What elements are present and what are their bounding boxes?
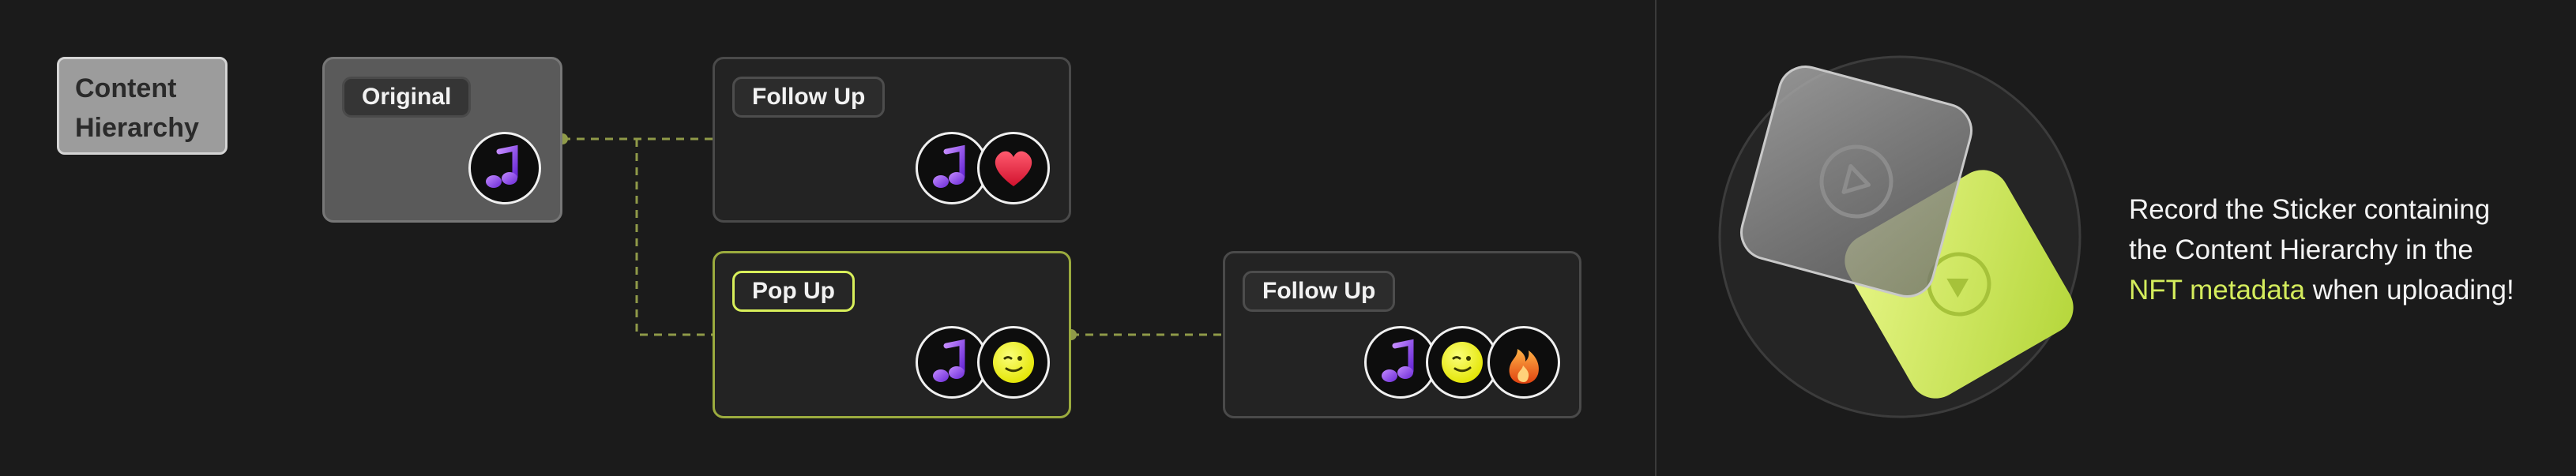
music-note-icon <box>916 326 988 399</box>
node-follow-up: Follow Up <box>1223 251 1581 418</box>
caption-line: NFT metadata when uploading! <box>2129 270 2555 310</box>
section-divider <box>1655 0 1657 476</box>
node-label: Follow Up <box>732 77 886 118</box>
node-label: Pop Up <box>732 271 855 312</box>
fire-icon <box>1487 326 1560 399</box>
nft-metadata-highlight: NFT metadata <box>2129 275 2306 305</box>
node-label: Follow Up <box>1243 271 1396 312</box>
music-note-icon <box>468 132 541 204</box>
caption-text: Record the Sticker containing the Conten… <box>2129 189 2555 310</box>
music-note-icon <box>1364 326 1437 399</box>
heart-icon <box>977 132 1050 204</box>
node-original: Original <box>322 57 562 223</box>
node-label: Original <box>342 77 472 118</box>
winking-face-icon <box>1426 326 1499 399</box>
winking-face-icon <box>977 326 1050 399</box>
caption-line: the Content Hierarchy in the <box>2129 234 2473 265</box>
caption-line: Record the Sticker containing <box>2129 194 2491 225</box>
sticker-illustration <box>1718 55 2081 418</box>
connector-lines <box>562 137 1223 336</box>
caption-line-rest: when uploading! <box>2305 275 2514 305</box>
node-follow-up: Follow Up <box>713 57 1071 223</box>
node-pop-up: Pop Up <box>713 251 1071 418</box>
content-hierarchy-title: Content Hierarchy <box>57 57 228 155</box>
